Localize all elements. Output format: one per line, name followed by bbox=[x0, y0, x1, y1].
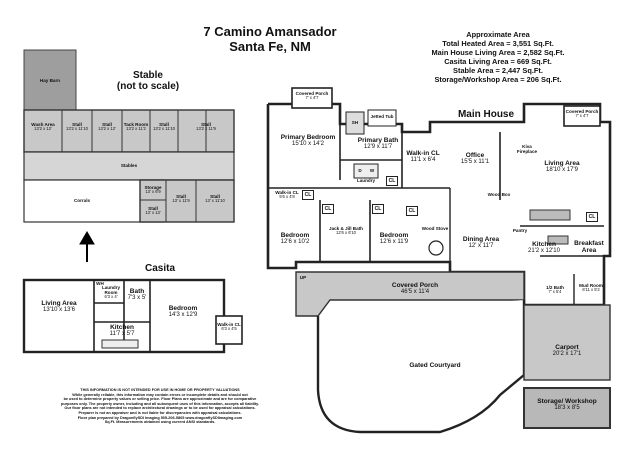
disclaimer-line: Floor plan prepared by DragonflySDI Imag… bbox=[77, 415, 243, 420]
pantry-label: Pantry bbox=[512, 228, 528, 233]
closet-label: CL bbox=[586, 212, 598, 222]
area-summary: Approximate Area Total Heated Area = 3,5… bbox=[408, 30, 588, 84]
closet-label: CL bbox=[372, 204, 384, 214]
area-summary-title: Approximate Area bbox=[466, 30, 530, 39]
address-line-2: Santa Fe, NM bbox=[229, 39, 311, 54]
room-jetted-tub: Jetted Tub bbox=[370, 114, 394, 119]
disclaimer-line: Sq.Ft. Measurements obtained using curre… bbox=[104, 420, 216, 425]
disclaimer-line: Preparer is not an appraiser and is not … bbox=[78, 410, 242, 415]
disclaimer-line: be used to determine property values or … bbox=[63, 397, 257, 402]
page-title: 7 Camino Amansador Santa Fe, NM bbox=[200, 24, 340, 54]
closet-label: CL bbox=[302, 190, 314, 200]
closet-label: CL bbox=[322, 204, 334, 214]
room-laundry: Laundry bbox=[356, 178, 376, 183]
address-line-1: 7 Camino Amansador bbox=[203, 24, 337, 39]
area-line: Main House Living Area = 2,582 Sq.Ft. bbox=[431, 48, 565, 57]
disclaimer-line: THIS INFORMATION IS NOT INTENDED FOR USE… bbox=[80, 388, 240, 392]
wood-stove-icon bbox=[428, 240, 444, 256]
main-house-outline bbox=[266, 102, 612, 307]
room-casita-wh: WH bbox=[96, 281, 104, 286]
disclaimer-line: purposes only. The property owner, inclu… bbox=[61, 401, 259, 406]
disclaimer-line: Our floor plans are not intended to repl… bbox=[64, 406, 256, 411]
room-gated-courtyard: Gated Courtyard bbox=[409, 362, 461, 369]
room-sh: SH bbox=[351, 120, 359, 125]
stable-lower-row bbox=[139, 179, 235, 223]
closet-label: CL bbox=[406, 206, 418, 216]
carport-shape bbox=[523, 304, 611, 381]
disclaimer: THIS INFORMATION IS NOT INTENDED FOR USE… bbox=[40, 388, 280, 425]
storage-workshop-shape bbox=[523, 387, 611, 429]
dryer-appliance: D bbox=[358, 168, 362, 173]
casita-walkin-shape bbox=[215, 315, 243, 345]
area-line: Casita Living Area = 669 Sq.Ft. bbox=[444, 57, 552, 66]
room-breakfast-area: Breakfast Area bbox=[574, 240, 604, 255]
kiva-fireplace-label: Kiva Fireplace bbox=[516, 144, 538, 155]
up-marker: UP bbox=[299, 275, 307, 280]
area-line: Stable Area = 2,447 Sq.Ft. bbox=[453, 66, 543, 75]
stable-aisle-shape bbox=[23, 151, 235, 181]
disclaimer-line: While generally reliable, this informati… bbox=[72, 392, 248, 397]
washer-appliance: W bbox=[369, 168, 375, 173]
hay-barn-shape bbox=[23, 49, 77, 111]
casita-title: Casita bbox=[144, 263, 175, 274]
room-hay-barn: Hay Barn bbox=[39, 78, 61, 83]
room-stables-aisle: Stables bbox=[120, 163, 138, 168]
stable-subtitle-text: (not to scale) bbox=[116, 81, 180, 92]
stable-title: Stable (not to scale) bbox=[110, 70, 186, 92]
area-line: Storage/Workshop Area = 206 Sq.Ft. bbox=[434, 75, 562, 84]
area-line: Total Heated Area = 3,551 Sq.Ft. bbox=[442, 39, 554, 48]
wood-box-label: Wood Box bbox=[487, 192, 511, 197]
main-house-title: Main House bbox=[457, 109, 515, 120]
stable-title-text: Stable bbox=[132, 70, 163, 81]
wood-stove-label: Wood Stove bbox=[421, 226, 449, 231]
courtyard-wall bbox=[316, 300, 526, 434]
room-corrals: Corrals bbox=[73, 198, 91, 203]
covered-porch-shape bbox=[295, 271, 525, 317]
closet-label: CL bbox=[386, 176, 398, 186]
